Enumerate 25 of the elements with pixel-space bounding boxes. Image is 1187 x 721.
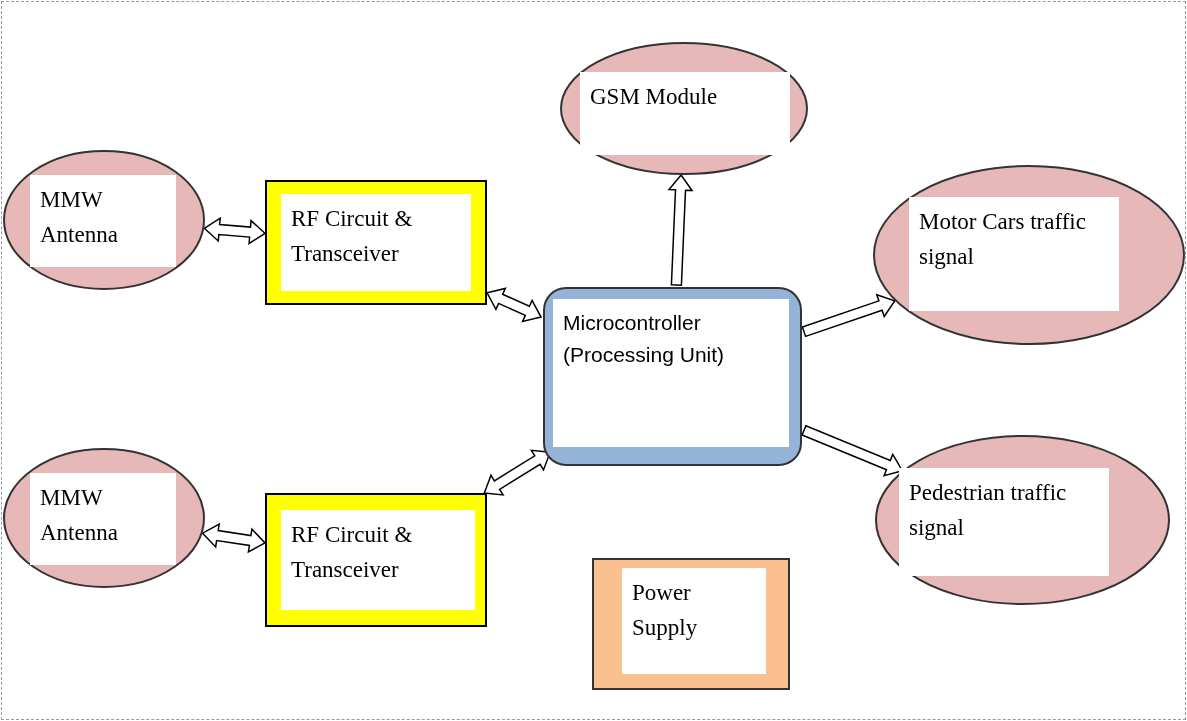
node-label: Power Supply <box>622 568 766 674</box>
node-label: GSM Module <box>580 72 790 155</box>
double-block-arrow <box>485 287 543 323</box>
gsm-module-ellipse <box>560 42 808 175</box>
antenna-ellipse <box>3 448 205 588</box>
node-label: RF Circuit & Transceiver <box>281 510 475 610</box>
node-label: RF Circuit & Transceiver <box>281 194 471 291</box>
power-supply-box <box>592 558 790 690</box>
double-block-arrow <box>203 216 267 245</box>
double-block-arrow <box>483 449 552 496</box>
transceiver-box <box>265 493 487 627</box>
double-block-arrow <box>201 522 267 554</box>
block-arrow <box>801 424 904 477</box>
node-label: Microcontroller (Processing Unit) <box>553 299 789 447</box>
microcontroller-box <box>541 285 804 468</box>
pedestrian-signal-ellipse <box>875 435 1170 605</box>
node-label: MMW Antenna <box>30 473 176 565</box>
node-label: MMW Antenna <box>30 175 176 267</box>
node-label: Motor Cars traffic signal <box>909 197 1119 311</box>
antenna-ellipse <box>3 150 205 290</box>
node-label: Pedestrian traffic signal <box>899 468 1109 576</box>
vehicle-signal-ellipse <box>873 165 1185 345</box>
block-arrow <box>801 293 896 338</box>
transceiver-box <box>265 180 487 305</box>
block-arrow <box>667 173 694 286</box>
